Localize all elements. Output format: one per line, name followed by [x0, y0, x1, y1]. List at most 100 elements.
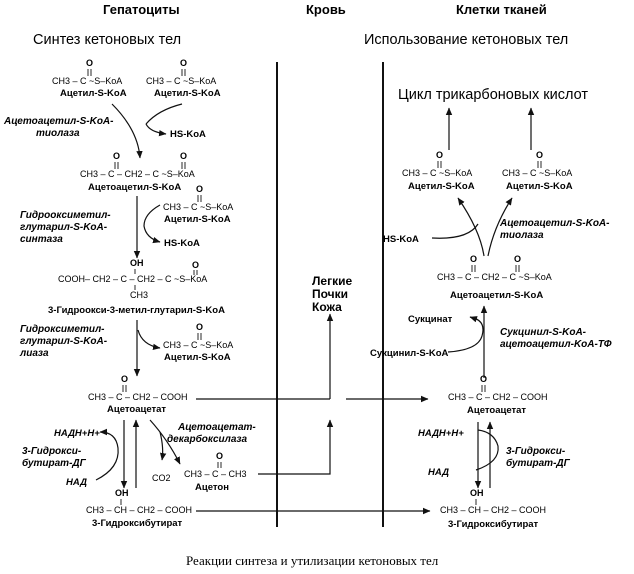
svg-text:OH: OH: [130, 258, 144, 268]
hmg-lyase-label-3: лиаза: [19, 348, 49, 359]
thiolase-right-2: тиолаза: [500, 230, 544, 241]
acetyl-coa-4: O CH3 – C ~S–KoA Ацетил-S-KoA: [163, 322, 233, 363]
organ-lungs: Легкие: [312, 274, 352, 288]
svg-text:3-Гидроокси-3-метил-глутарил-S: 3-Гидроокси-3-метил-глутарил-S-KoA: [48, 305, 225, 316]
acetyl-coa-right-1: O CH3 – C ~S–KoA Ацетил-S-KoA: [402, 150, 475, 192]
thiolase-arrow: [111, 103, 143, 159]
hmg-synthase-label-1: Гидрооксиметил-: [20, 210, 111, 221]
svg-text:CH3 – C – CH2 – COOH: CH3 – C – CH2 – COOH: [448, 392, 548, 402]
decarboxylase-arrow: [149, 419, 181, 465]
svg-text:O: O: [216, 451, 223, 461]
svg-text:CH3 – C – CH2 – COOH: CH3 – C – CH2 – COOH: [88, 392, 188, 402]
svg-text:O: O: [180, 58, 187, 68]
svg-text:Ацетил-S-KoA: Ацетил-S-KoA: [164, 352, 231, 363]
svg-text:CH3 – C ~S–KoA: CH3 – C ~S–KoA: [163, 340, 233, 350]
organ-skin: Кожа: [312, 300, 342, 314]
acetyl-coa-right-2: O CH3 – C ~S–KoA Ацетил-S-KoA: [502, 150, 573, 192]
hmg-lyase-label-1: Гидроксиметил-: [20, 324, 105, 335]
subtitle-synthesis: Синтез кетоновых тел: [33, 32, 181, 48]
acetyl-coa-1: O CH3 – C ~S–KoA Ацетил-S-KoA: [52, 58, 127, 99]
thiolase-label-1: Ацетоацетил-S-KoA-: [3, 116, 114, 127]
organ-kidneys: Почки: [312, 287, 348, 301]
svg-text:CH3 – C ~S–KoA: CH3 – C ~S–KoA: [163, 202, 233, 212]
thiolase-right-arrow: [457, 197, 485, 257]
svg-text:CH3 – CH – CH2 – COOH: CH3 – CH – CH2 – COOH: [86, 505, 192, 515]
svg-text:CH3 – C – CH2 – C ~S–KoA: CH3 – C – CH2 – C ~S–KoA: [437, 272, 552, 282]
svg-text:CH3 – C ~S–KoA: CH3 – C ~S–KoA: [502, 168, 572, 178]
svg-text:O: O: [86, 58, 93, 68]
hmg-synthase-label-2: глутарил-S-KoA-: [20, 222, 108, 233]
hmg-lyase-label-2: глутарил-S-KoA-: [20, 336, 108, 347]
svg-text:CH3: CH3: [130, 290, 148, 300]
hs-koa-right: HS-KoA: [383, 234, 419, 245]
svg-text:HS-KoA: HS-KoA: [164, 238, 200, 249]
acetoacetate-right: O CH3 – C – CH2 – COOH Ацетоацетат: [448, 374, 548, 416]
bhb-dh-left-1: 3-Гидрокси-: [22, 446, 82, 457]
svg-text:Ацетоацетил-S-KoA: Ацетоацетил-S-KoA: [88, 182, 181, 193]
svg-text:O: O: [121, 374, 128, 384]
acetoacetyl-coa-right: O O CH3 – C – CH2 – C ~S–KoA Ацетоацетил…: [437, 254, 552, 301]
svg-text:CH3 – C – CH2 – C ~S–KoA: CH3 – C – CH2 – C ~S–KoA: [80, 169, 195, 179]
tca-cycle-label: Цикл трикарбоновых кислот: [398, 87, 588, 103]
svg-text:COOH– CH2 – C – CH2 – C ~S–KoA: COOH– CH2 – C – CH2 – C ~S–KoA: [58, 274, 207, 284]
hmg-coa: OH O COOH– CH2 – C – CH2 – C ~S–KoA CH3 …: [48, 258, 225, 316]
svg-text:Ацетил-S-KoA: Ацетил-S-KoA: [164, 214, 231, 225]
nadh-left: НАДН+Н+: [54, 428, 100, 439]
hydroxybutyrate-right: OH CH3 – CH – CH2 – COOH 3-Гидроксибутир…: [440, 488, 546, 530]
acetoacetyl-coa: O O CH3 – C – CH2 – C ~S–KoA Ацетоацетил…: [80, 151, 195, 193]
svg-text:3-Гидроксибутират: 3-Гидроксибутират: [92, 518, 183, 529]
svg-text:CH3 – CH – CH2 – COOH: CH3 – CH – CH2 – COOH: [440, 505, 546, 515]
nadh-right: НАДН+Н+: [418, 428, 464, 439]
svg-text:3-Гидроксибутират: 3-Гидроксибутират: [448, 519, 539, 530]
svg-text:CH3 – C ~S–KoA: CH3 – C ~S–KoA: [52, 76, 122, 86]
decarboxylase-label-1: Ацетоацетат-: [177, 422, 256, 433]
svg-text:O: O: [436, 150, 443, 160]
svg-text:OH: OH: [470, 488, 484, 498]
svg-text:Ацетил-S-KoA: Ацетил-S-KoA: [408, 181, 475, 192]
succinyl-coa-label: Сукцинил-S-KoA: [370, 348, 449, 359]
acetyl-coa-3: O CH3 – C ~S–KoA Ацетил-S-KoA: [163, 184, 233, 225]
subtitle-utilization: Использование кетоновых тел: [364, 32, 568, 48]
svg-text:O: O: [192, 260, 199, 270]
nad-right: НАД: [428, 467, 449, 478]
transferase-label-1: Сукцинил-S-KoA-: [500, 327, 587, 338]
hydroxybutyrate-left: OH CH3 – CH – CH2 – COOH 3-Гидроксибутир…: [86, 488, 192, 529]
succinate-label: Сукцинат: [408, 314, 453, 325]
thiolase-right-1: Ацетоацетил-S-KoA-: [499, 218, 610, 229]
header-blood: Кровь: [306, 2, 346, 17]
header-tissues: Клетки тканей: [456, 2, 547, 17]
decarboxylase-label-2: декарбоксилаза: [167, 433, 248, 445]
svg-text:CH3 – C ~S–KoA: CH3 – C ~S–KoA: [402, 168, 472, 178]
hs-koa-label: HS-KoA: [170, 129, 206, 140]
bhb-dh-right-1: 3-Гидрокси-: [506, 446, 566, 457]
co2-label: CO2: [152, 473, 171, 483]
svg-text:O: O: [480, 374, 487, 384]
transferase-label-2: ацетоацетил-KoA-ТФ: [500, 339, 612, 350]
svg-text:CH3 – C – CH3: CH3 – C – CH3: [184, 469, 247, 479]
svg-text:O: O: [514, 254, 521, 264]
acetoacetate-left: O CH3 – C – CH2 – COOH Ацетоацетат: [88, 374, 188, 415]
hmg-synthase-label-3: синтаза: [20, 234, 63, 245]
bhb-dh-left-2: бутират-ДГ: [22, 457, 87, 469]
svg-text:Ацетил-S-KoA: Ацетил-S-KoA: [506, 181, 573, 192]
svg-text:O: O: [180, 151, 187, 161]
svg-text:Ацетоацетат: Ацетоацетат: [107, 404, 166, 415]
acetone: O CH3 – C – CH3 Ацетон: [184, 451, 247, 493]
figure-caption: Реакции синтеза и утилизации кетоновых т…: [186, 553, 439, 568]
thiolase-label-2: тиолаза: [36, 128, 80, 139]
header-hepatocytes: Гепатоциты: [103, 2, 180, 17]
svg-text:Ацетоацетат: Ацетоацетат: [467, 405, 526, 416]
svg-text:Ацетон: Ацетон: [195, 482, 229, 493]
bhb-dh-right-2: бутират-ДГ: [506, 457, 571, 469]
svg-text:O: O: [196, 322, 203, 332]
nad-left: НАД: [66, 477, 87, 488]
svg-text:O: O: [470, 254, 477, 264]
svg-text:OH: OH: [115, 488, 129, 498]
svg-text:CH3 – C ~S–KoA: CH3 – C ~S–KoA: [146, 76, 216, 86]
svg-text:Ацетил-S-KoA: Ацетил-S-KoA: [60, 88, 127, 99]
svg-text:O: O: [113, 151, 120, 161]
svg-text:O: O: [196, 184, 203, 194]
svg-text:O: O: [536, 150, 543, 160]
acetyl-coa-2: O CH3 – C ~S–KoA Ацетил-S-KoA: [146, 58, 221, 99]
